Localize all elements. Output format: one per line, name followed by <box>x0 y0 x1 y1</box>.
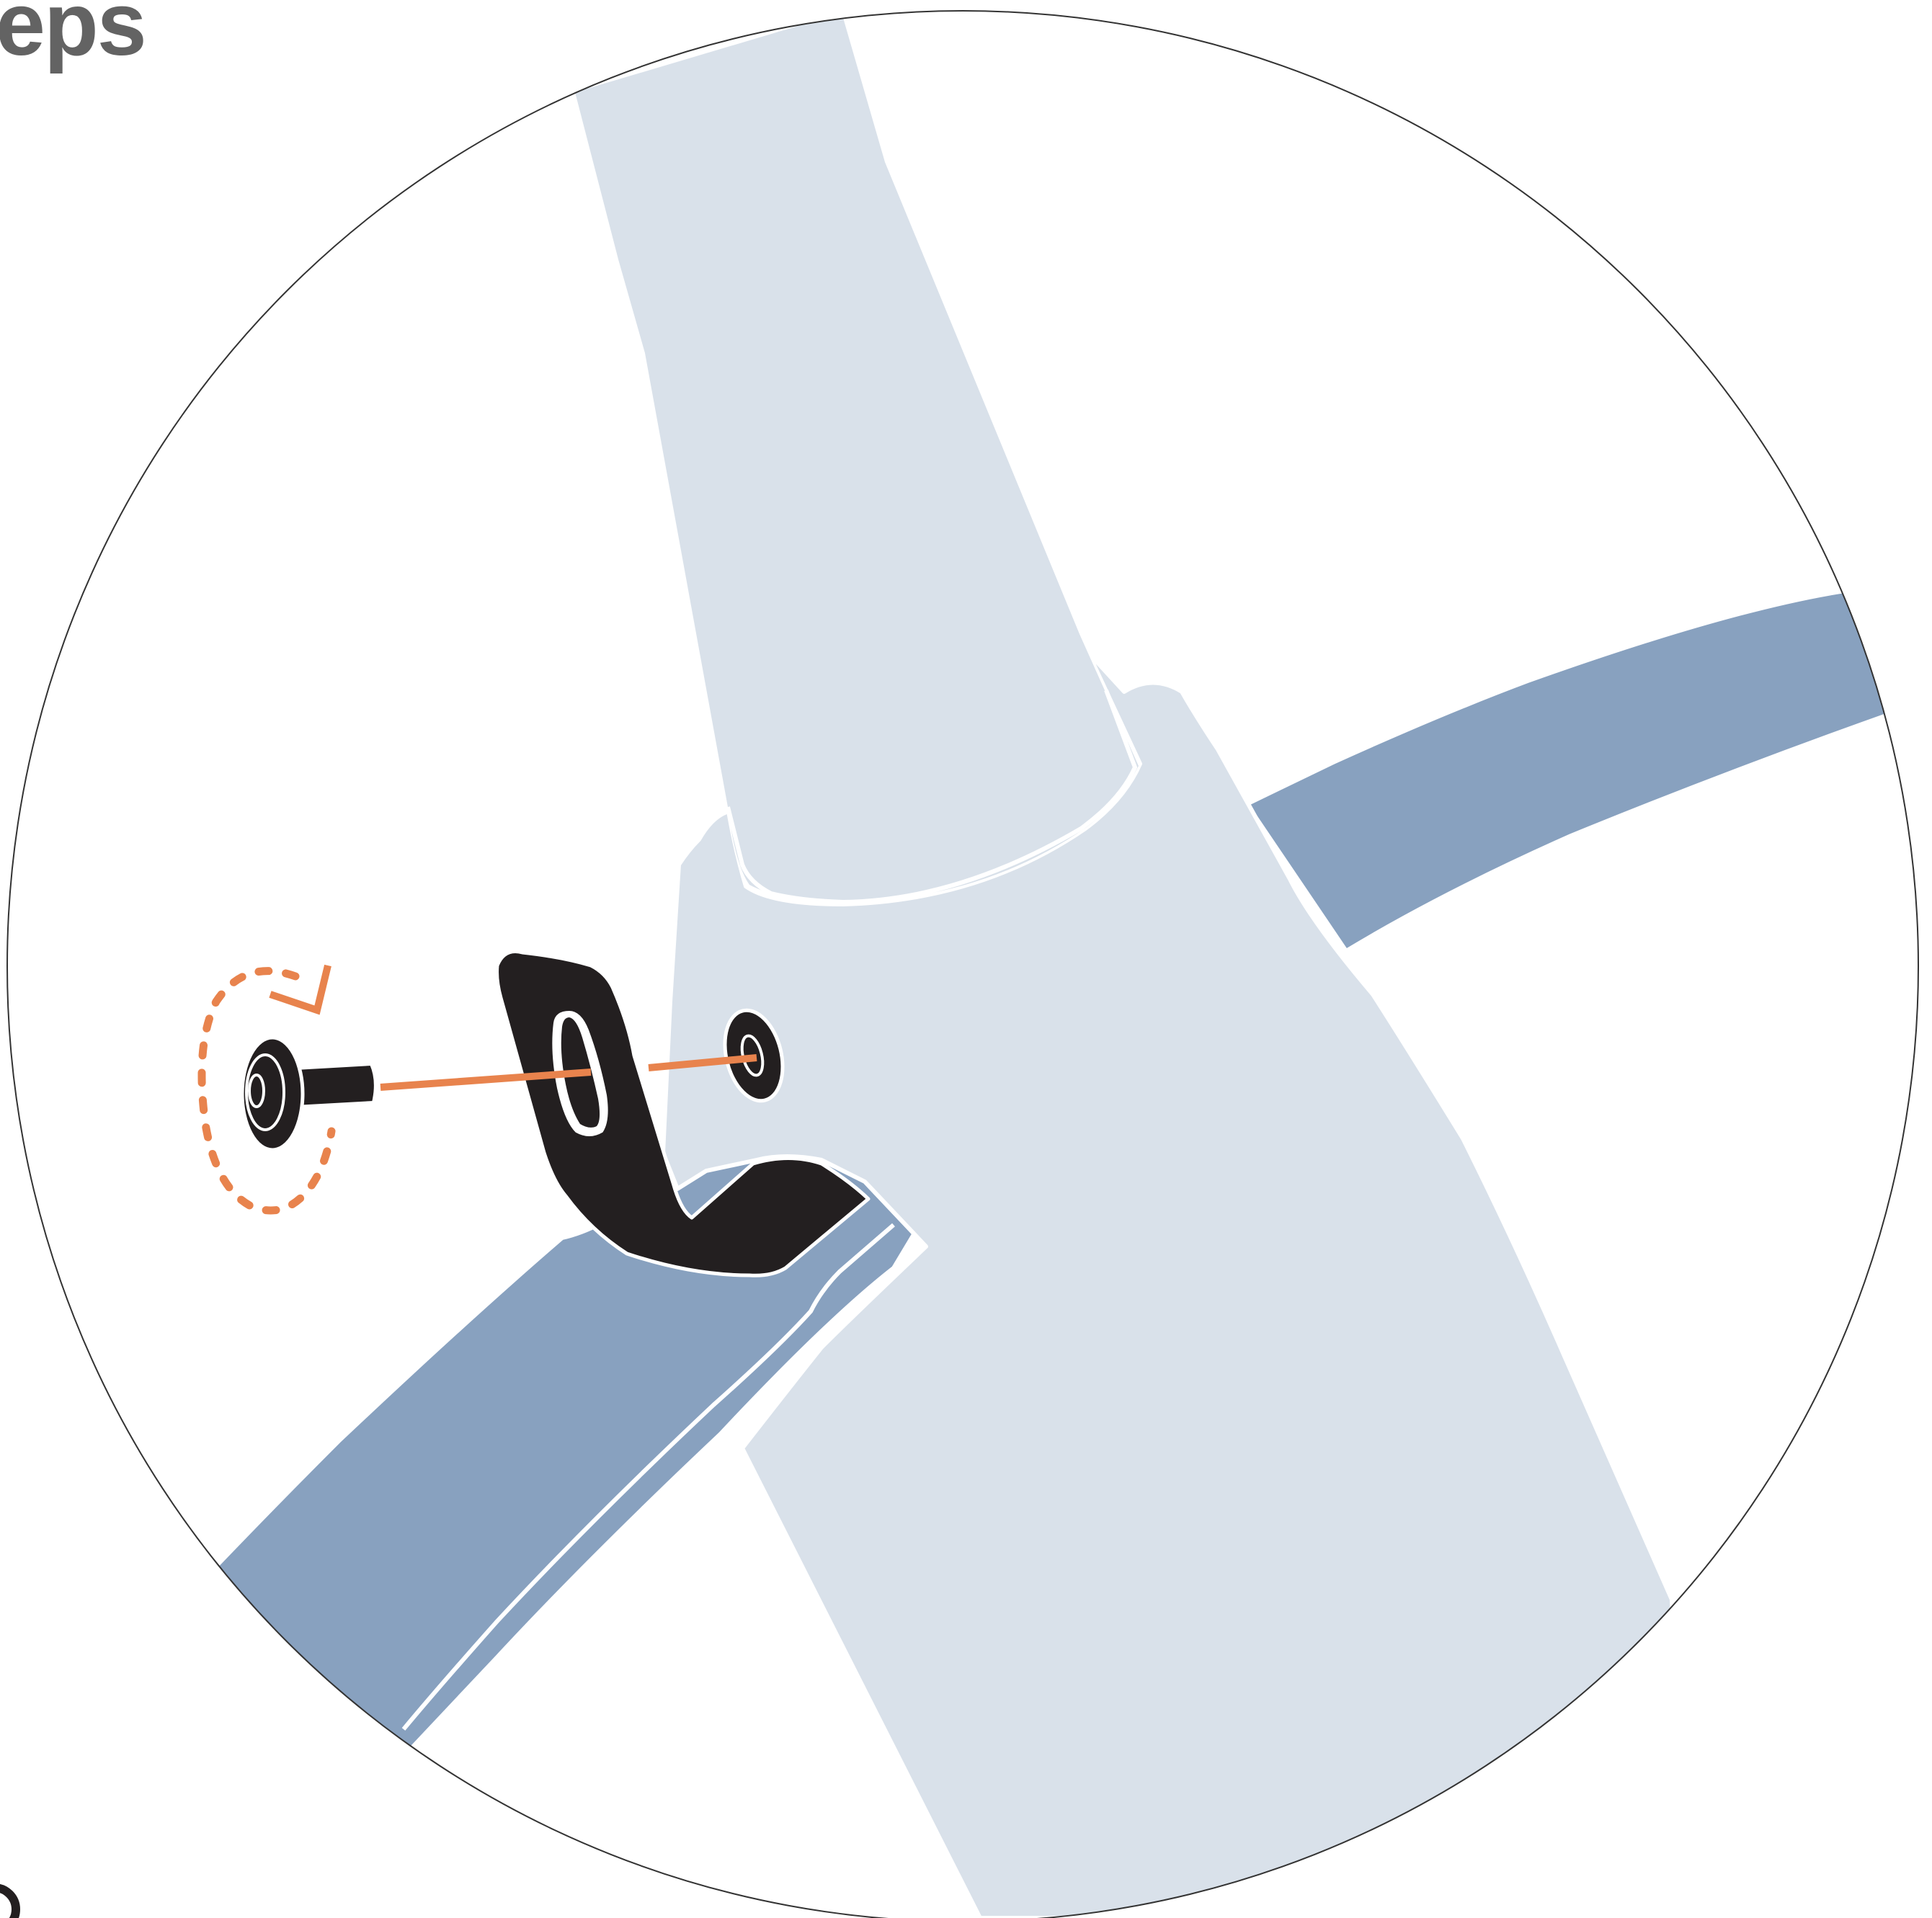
seat-tube <box>575 13 1686 1918</box>
step-number-badge <box>0 1888 16 1918</box>
seatstay <box>1247 591 1902 951</box>
mounting-bolt <box>242 1038 375 1150</box>
